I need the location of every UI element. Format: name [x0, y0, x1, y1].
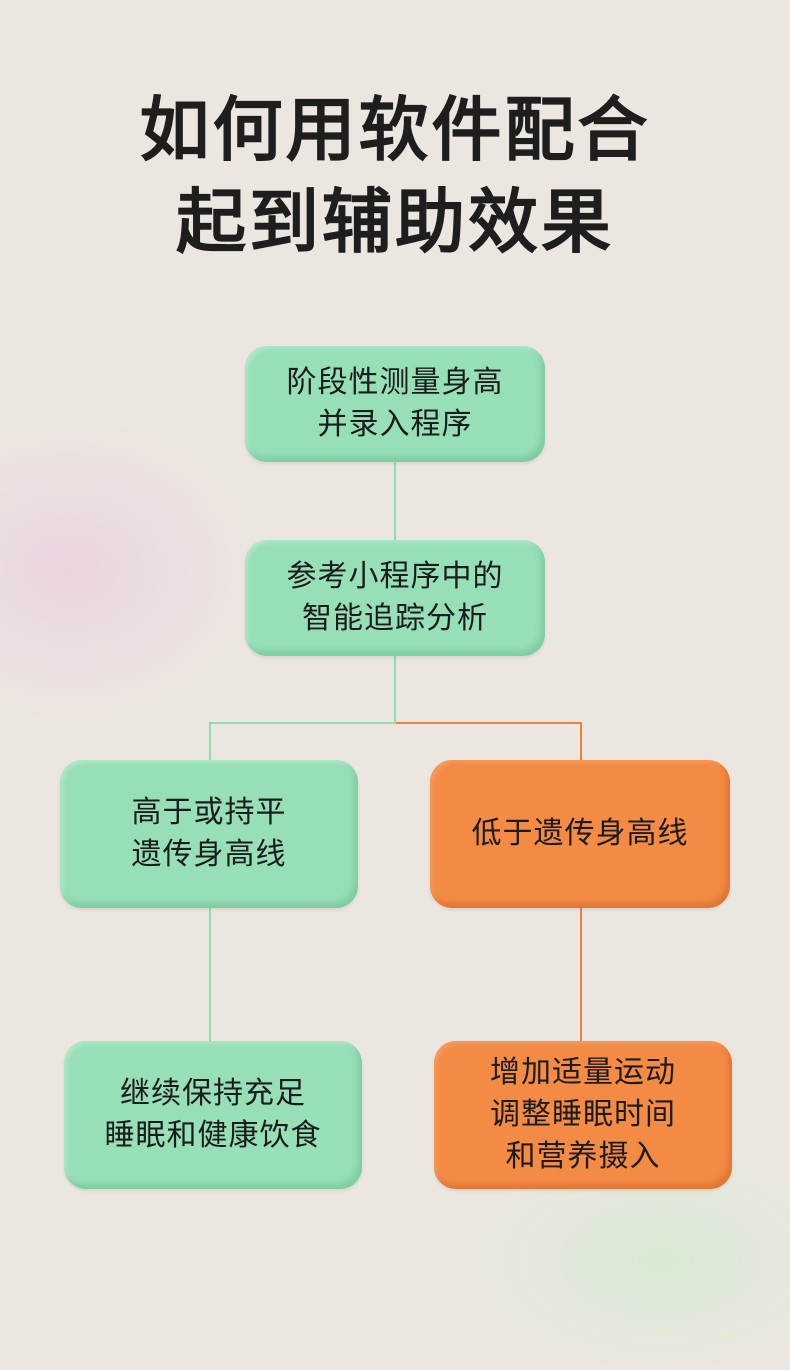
node-above-line-1: 高于或持平 [131, 795, 287, 830]
node-adjust-exercise-sleep: 增加适量运动 调整睡眠时间 和营养摄入 [434, 1041, 732, 1189]
node-above-line-2: 遗传身高线 [131, 837, 287, 872]
connector-below-to-adjust [580, 907, 582, 1043]
node-measure-height: 阶段性测量身高 并录入程序 [245, 346, 545, 462]
connector-branch-right-vertical [580, 722, 582, 762]
title-line-1: 如何用软件配合 [139, 89, 651, 171]
node-smart-analysis: 参考小程序中的 智能追踪分析 [245, 540, 545, 656]
node-below-genetic-height: 低于遗传身高线 [430, 760, 730, 908]
node-adjust-line-1: 增加适量运动 [490, 1055, 676, 1090]
connector-branch-left-horizontal [209, 722, 396, 724]
node-keep-line-1: 继续保持充足 [120, 1076, 306, 1111]
node-measure-line-2: 并录入程序 [317, 407, 473, 442]
connector-branch-right-horizontal [396, 722, 582, 724]
node-keep-sleep-diet: 继续保持充足 睡眠和健康饮食 [64, 1041, 362, 1189]
connector-measure-to-analyze [394, 461, 396, 541]
node-analyze-line-1: 参考小程序中的 [286, 559, 504, 594]
background-pink-glow [0, 420, 260, 720]
node-adjust-line-2: 调整睡眠时间 [490, 1097, 676, 1132]
node-below-line-1: 低于遗传身高线 [471, 816, 689, 851]
connector-analyze-stem [394, 655, 396, 723]
node-above-genetic-height: 高于或持平 遗传身高线 [60, 760, 358, 908]
node-adjust-line-3: 和营养摄入 [505, 1139, 661, 1174]
node-analyze-line-2: 智能追踪分析 [302, 601, 488, 636]
node-measure-line-1: 阶段性测量身高 [286, 365, 504, 400]
title-line-2: 起到辅助效果 [176, 181, 614, 263]
page-title: 如何用软件配合 起到辅助效果 [0, 84, 790, 268]
node-keep-line-2: 睡眠和健康饮食 [104, 1118, 322, 1153]
connector-above-to-keep [209, 907, 211, 1043]
connector-branch-left-vertical [209, 722, 211, 762]
